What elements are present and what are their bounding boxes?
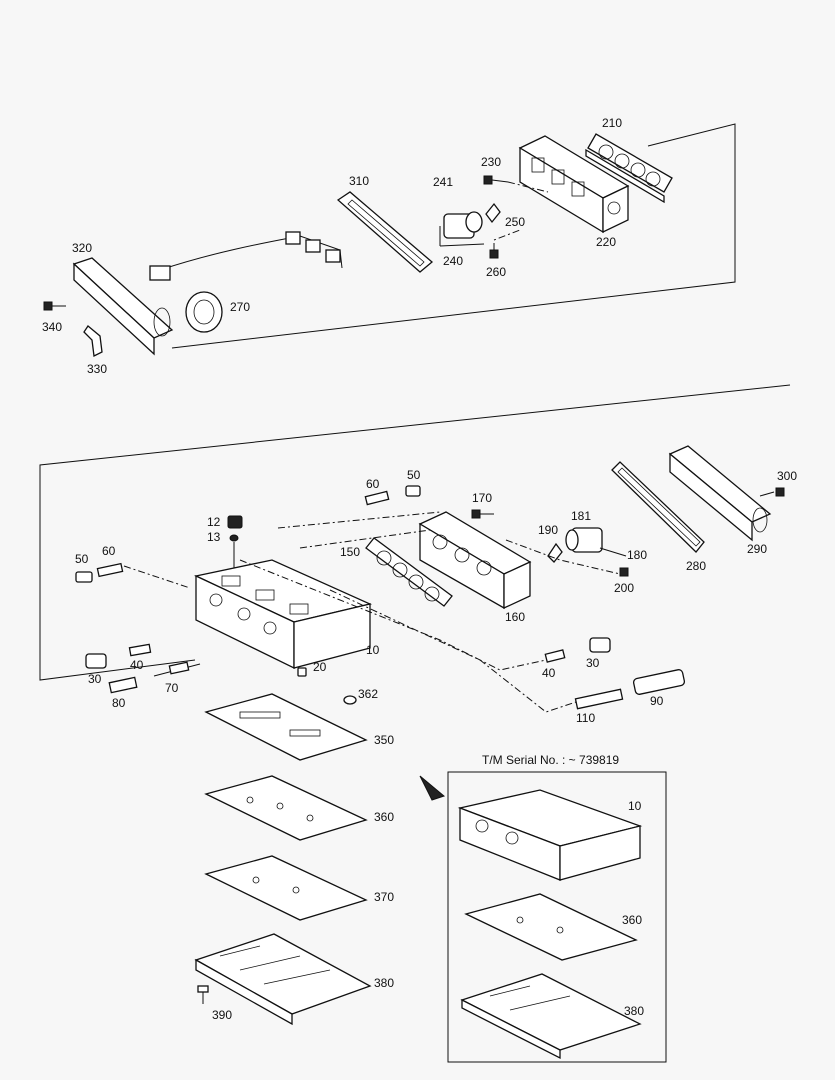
- label-60-top: 60: [366, 477, 380, 491]
- inset-label-380: 380: [624, 1004, 644, 1018]
- valve-90: [632, 669, 686, 695]
- plug-50-top: [405, 485, 421, 497]
- label-50-left: 50: [75, 552, 89, 566]
- label-260: 260: [486, 265, 506, 279]
- label-330: 330: [87, 362, 107, 376]
- bolt-340: [43, 301, 66, 311]
- label-320: 320: [72, 241, 92, 255]
- bolt-390: [197, 985, 209, 1004]
- main-valve-body-10: [193, 559, 373, 670]
- label-390: 390: [212, 1008, 232, 1022]
- plug-30-right: [589, 637, 611, 653]
- spring-60-left: [96, 562, 124, 578]
- serial-number-caption: T/M Serial No. : ~ 739819: [482, 753, 619, 767]
- label-40-right: 40: [542, 666, 556, 680]
- spring-110: [574, 688, 624, 710]
- spring-80: [108, 676, 138, 694]
- bracket-330: [83, 325, 103, 357]
- inset-label-360: 360: [622, 913, 642, 927]
- bolt-230: [483, 175, 509, 185]
- label-350: 350: [374, 733, 394, 747]
- lower-valve-body-380: [194, 933, 372, 1026]
- upper-assembly-frame: [171, 123, 736, 349]
- clip-190: [547, 542, 563, 563]
- label-340: 340: [42, 320, 62, 334]
- plug-30-left: [85, 653, 107, 669]
- solenoid-240: [439, 211, 485, 247]
- separator-plate-360: [204, 775, 368, 841]
- label-220: 220: [596, 235, 616, 249]
- label-13: 13: [207, 530, 221, 544]
- inset-label-10: 10: [628, 799, 642, 813]
- pin-20: [297, 667, 307, 677]
- cover-290: [668, 445, 772, 542]
- inset-valve-body-10: [457, 789, 643, 881]
- spring-60-top: [364, 490, 390, 506]
- label-370: 370: [374, 890, 394, 904]
- inset-separator-plate-360: [464, 893, 638, 961]
- label-290: 290: [747, 542, 767, 556]
- clip-250: [485, 202, 501, 224]
- gasket-310: [336, 191, 434, 273]
- label-230: 230: [481, 155, 501, 169]
- label-70: 70: [165, 681, 179, 695]
- label-60-left: 60: [102, 544, 116, 558]
- label-180: 180: [627, 548, 647, 562]
- bolt-260: [489, 229, 521, 259]
- label-190: 190: [538, 523, 558, 537]
- label-170: 170: [472, 491, 492, 505]
- label-200: 200: [614, 581, 634, 595]
- label-240: 240: [443, 254, 463, 268]
- label-12: 12: [207, 515, 221, 529]
- label-380: 380: [374, 976, 394, 990]
- label-30-left: 30: [88, 672, 102, 686]
- label-241: 241: [433, 175, 453, 189]
- bolt-170: [471, 509, 494, 519]
- cover-320: [72, 257, 174, 356]
- label-40-left: 40: [130, 658, 144, 672]
- label-360: 360: [374, 810, 394, 824]
- label-90: 90: [650, 694, 664, 708]
- bolt-200: [619, 567, 629, 577]
- gasket-210: [585, 133, 673, 204]
- lower-assembly-frame: [39, 384, 791, 681]
- separator-plate-350: [204, 693, 368, 761]
- valve-body-160: [418, 511, 532, 610]
- solenoid-181: [565, 527, 627, 557]
- cap-362: [343, 695, 357, 705]
- valve-70: [153, 661, 201, 677]
- label-250: 250: [505, 215, 525, 229]
- gasket-150: [365, 537, 453, 607]
- label-150: 150: [340, 545, 360, 559]
- spring-40-right: [544, 649, 566, 663]
- oring-13: [229, 534, 239, 542]
- label-181: 181: [571, 509, 591, 523]
- label-270: 270: [230, 300, 250, 314]
- spring-40-left: [128, 643, 152, 657]
- label-110: 110: [576, 711, 595, 725]
- bolt-300: [759, 487, 785, 497]
- part-labels: 210 230 241 250 220 240 260 310 320 270 …: [42, 116, 797, 1022]
- label-80: 80: [112, 696, 126, 710]
- label-160: 160: [505, 610, 525, 624]
- plug-50-left: [75, 571, 93, 583]
- label-30-right: 30: [586, 656, 600, 670]
- valve-body-220: [518, 135, 630, 234]
- plug-12: [227, 515, 243, 529]
- label-210: 210: [602, 116, 622, 130]
- inset-lower-valve-body-380: [460, 973, 642, 1060]
- inset-frame: [419, 771, 667, 1063]
- gasket-280: [611, 461, 705, 553]
- label-300: 300: [777, 469, 797, 483]
- label-20: 20: [313, 660, 327, 674]
- label-362: 362: [358, 687, 378, 701]
- label-310: 310: [349, 174, 369, 188]
- label-10: 10: [366, 643, 380, 657]
- wiring-harness-270: [149, 231, 343, 333]
- separator-plate-370: [204, 855, 368, 921]
- label-280: 280: [686, 559, 706, 573]
- label-50-top: 50: [407, 468, 421, 482]
